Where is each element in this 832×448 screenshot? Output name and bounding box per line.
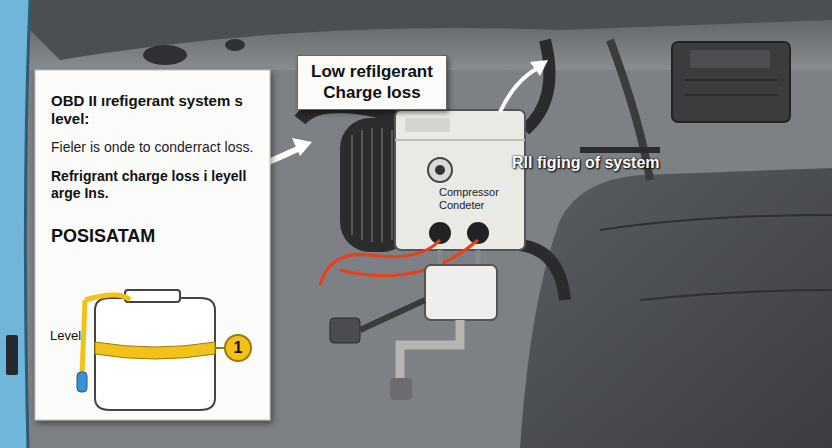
node-text: OBD II ırefigerant system s level: bbox=[51, 92, 254, 129]
node-text: Compressor Condeter bbox=[439, 186, 521, 213]
info-panel: OBD II ırefigerant system s level: Fieler… bbox=[35, 70, 270, 420]
node-text: Low refilgerant Charge loss bbox=[310, 62, 434, 103]
compressor-body: Compressor Condeter bbox=[395, 110, 525, 213]
system-label: Rll figing of system bbox=[512, 154, 660, 172]
callout-box: Low refilgerant Charge loss bbox=[297, 55, 447, 110]
node-text: POSISATAM bbox=[51, 226, 254, 248]
node-text: Refrigrant charge loss i leyell arge Ins… bbox=[51, 168, 254, 202]
node-text: Fieler is onde to conderract loss. bbox=[51, 139, 254, 156]
callout-number: 1 bbox=[234, 339, 243, 357]
level-label: Level bbox=[50, 328, 81, 343]
